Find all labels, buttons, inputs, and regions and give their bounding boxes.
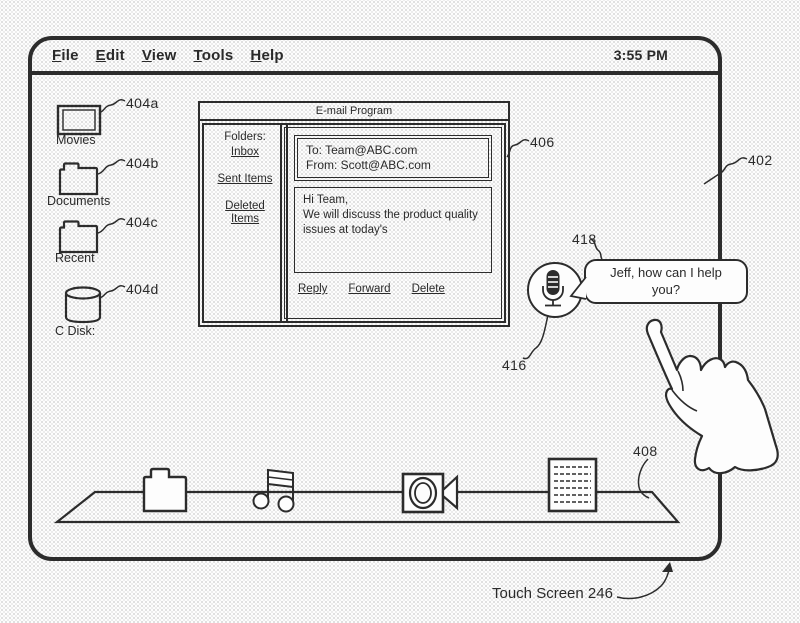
- forward-link[interactable]: Forward: [348, 283, 391, 295]
- email-message-panel-inner: To: Team@ABC.com From: Scott@ABC.com Hi …: [284, 127, 502, 319]
- desktop-icon-label: Movies: [56, 133, 96, 147]
- email-from-line: From: Scott@ABC.com: [306, 158, 431, 172]
- folder-icon[interactable]: [142, 467, 188, 513]
- email-window-title: E-mail Program: [200, 103, 508, 121]
- menu-bar: File Edit View Tools Help 3:55 PM: [32, 40, 718, 75]
- ref-402: 402: [748, 152, 773, 168]
- video-camera-icon[interactable]: [401, 472, 459, 514]
- reply-link[interactable]: Reply: [298, 283, 328, 295]
- assistant-speech-bubble: Jeff, how can I help you?: [584, 259, 748, 304]
- menu-item-view[interactable]: View: [141, 47, 177, 64]
- email-actions-row: Reply Forward Delete: [285, 283, 501, 295]
- folder-link-sent-items[interactable]: Sent Items: [217, 173, 273, 185]
- desktop-icon-label: Documents: [47, 194, 111, 208]
- ref-404a: 404a: [126, 95, 159, 111]
- music-notes-icon[interactable]: [252, 468, 295, 513]
- email-body-box: Hi Team, We will discuss the product qua…: [294, 187, 492, 273]
- email-folders-panel: Folders: Inbox Sent Items Deleted Items: [202, 123, 288, 323]
- ref-406: 406: [530, 134, 555, 150]
- clock-display: 3:55 PM: [613, 47, 668, 63]
- desktop-icon-label: C Disk:: [55, 324, 96, 338]
- menu-item-edit[interactable]: Edit: [95, 47, 125, 64]
- desktop-icon-documents[interactable]: [58, 160, 100, 196]
- ref-404c: 404c: [126, 214, 158, 230]
- menu-item-help[interactable]: Help: [250, 47, 284, 64]
- voice-assistant-mic-button[interactable]: [527, 262, 583, 318]
- ref-408: 408: [633, 443, 658, 459]
- ref-418: 418: [572, 231, 597, 247]
- email-header-box: To: Team@ABC.com From: Scott@ABC.com: [294, 135, 492, 181]
- email-to-line: To: Team@ABC.com: [306, 143, 418, 157]
- ref-404d: 404d: [126, 281, 159, 297]
- bubble-text-line: you?: [651, 282, 681, 297]
- touch-screen-label: Touch Screen 246: [492, 585, 613, 602]
- desktop-icon-movies[interactable]: [56, 104, 102, 136]
- microphone-icon: [542, 270, 564, 307]
- ref-404b: 404b: [126, 155, 159, 171]
- desktop-icon-recent[interactable]: [58, 218, 100, 254]
- movies-screen-icon: [56, 104, 102, 136]
- ref-416: 416: [502, 357, 527, 373]
- delete-link[interactable]: Delete: [411, 283, 445, 295]
- menu-item-file[interactable]: File: [52, 47, 79, 64]
- email-program-window: E-mail Program Folders: Inbox Sent Items…: [198, 101, 510, 327]
- email-message-panel: To: Team@ABC.com From: Scott@ABC.com Hi …: [280, 123, 506, 323]
- folder-icon: [58, 220, 99, 254]
- folders-heading: Folders:: [224, 131, 266, 143]
- desktop-icon-label: Recent: [55, 251, 95, 265]
- folder-icon: [58, 162, 99, 196]
- email-body-line: Hi Team,: [303, 194, 349, 206]
- bubble-text-line: Jeff, how can I help: [610, 265, 722, 280]
- document-icon[interactable]: [547, 457, 598, 513]
- folder-link-deleted-items[interactable]: Deleted Items: [225, 200, 265, 225]
- menu-item-tools[interactable]: Tools: [193, 47, 234, 64]
- folder-link-inbox[interactable]: Inbox: [230, 146, 260, 158]
- email-body-line: issues at today's: [303, 224, 388, 236]
- email-body-line: We will discuss the product quality: [303, 209, 478, 221]
